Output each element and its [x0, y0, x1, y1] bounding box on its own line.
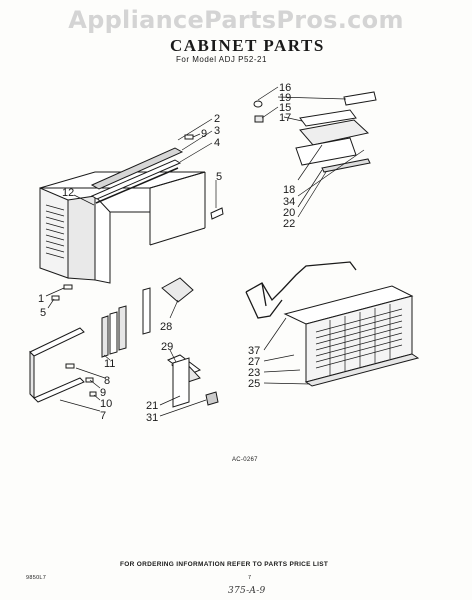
callout-9a: 9 — [201, 128, 207, 140]
model-line: For Model ADJ P52-21 — [176, 55, 267, 64]
callout-23: 23 — [248, 367, 260, 379]
front-channel — [29, 327, 97, 403]
clip-5a — [210, 207, 224, 220]
callout-11: 11 — [104, 358, 115, 370]
callout-22: 22 — [283, 218, 295, 230]
callout-3: 3 — [214, 125, 220, 137]
callout-18: 18 — [283, 184, 295, 196]
callout-2: 2 — [214, 113, 220, 125]
top-rails — [90, 147, 184, 204]
control-bracket — [167, 354, 219, 408]
callout-29: 29 — [161, 341, 173, 353]
callout-10: 10 — [100, 398, 112, 410]
callout-15: 15 — [279, 102, 291, 114]
callout-27: 27 — [248, 356, 260, 368]
wire-grille — [245, 261, 357, 319]
callout-7: 7 — [100, 410, 106, 422]
ordering-note: FOR ORDERING INFORMATION REFER TO PARTS … — [120, 561, 329, 568]
side-strips — [101, 287, 151, 358]
mounting-plate-28 — [161, 277, 194, 303]
callout-16: 16 — [279, 82, 291, 94]
callout-9b: 9 — [100, 387, 106, 399]
louver-assembly — [253, 91, 377, 173]
callout-37: 37 — [248, 345, 260, 357]
callout-28: 28 — [160, 321, 172, 333]
callout-12: 12 — [62, 187, 74, 199]
callout-5b: 5 — [40, 307, 46, 319]
page-title: CABINET PARTS — [170, 36, 325, 55]
callout-5a: 5 — [216, 171, 222, 183]
callout-4: 4 — [214, 137, 220, 149]
callout-21: 21 — [146, 400, 158, 412]
callout-labels: 2 3 9 4 12 5 1 5 28 11 8 9 10 7 29 21 31… — [38, 82, 295, 424]
handwritten-note: 375-A-9 — [228, 586, 266, 596]
callout-20: 20 — [283, 207, 295, 219]
leader-lines — [45, 86, 365, 417]
watermark: AppliancePartsPros.com — [68, 6, 404, 34]
callout-1: 1 — [38, 293, 44, 305]
form-code: 9850L7 — [26, 575, 47, 581]
callout-34: 34 — [283, 196, 295, 208]
diagram-code: AC-0267 — [232, 457, 258, 463]
page-number: 7 — [248, 575, 252, 581]
screw-9a — [184, 134, 194, 140]
callout-17: 17 — [279, 112, 291, 124]
callout-31: 31 — [146, 412, 158, 424]
cabinet-shell — [39, 171, 206, 284]
callout-25: 25 — [248, 378, 260, 390]
callout-8: 8 — [104, 375, 110, 387]
callout-19: 19 — [279, 92, 291, 104]
fasteners-left — [51, 284, 73, 301]
front-grille — [283, 285, 420, 387]
